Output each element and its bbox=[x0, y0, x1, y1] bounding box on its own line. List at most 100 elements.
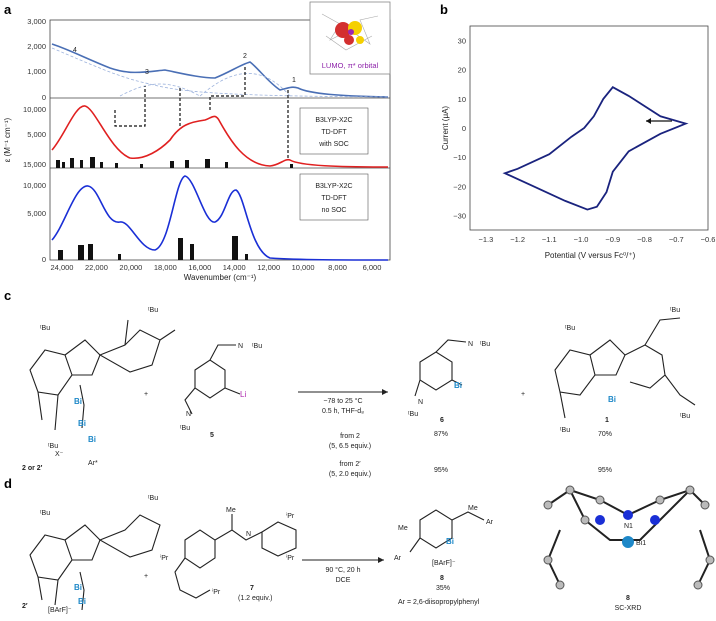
b-ytick: 0 bbox=[462, 124, 466, 133]
b-ytick: −10 bbox=[453, 153, 466, 162]
a-xtick: 22,000 bbox=[85, 263, 108, 272]
me-label: Me bbox=[468, 505, 478, 512]
compound-2prime-structure bbox=[29, 514, 161, 611]
condition-text: −78 to 25 °C bbox=[323, 397, 362, 405]
condition-text: DCE bbox=[336, 577, 351, 584]
b-xtick: −1.3 bbox=[478, 235, 493, 244]
ar-definition: Ar = 2,6-diisopropylphenyl bbox=[398, 599, 480, 606]
b-xtick: −1.1 bbox=[542, 235, 557, 244]
a-xtick: 24,000 bbox=[51, 263, 74, 272]
yield-value: 95% bbox=[598, 467, 612, 474]
a-ytick: 0 bbox=[42, 93, 46, 102]
a-ytick: 1,000 bbox=[27, 67, 46, 76]
bi-atom-label: Bi bbox=[446, 537, 454, 546]
ar-label: Ar bbox=[486, 519, 494, 526]
tbu-label: ᵗBu bbox=[48, 443, 58, 450]
b-ytick: 20 bbox=[458, 66, 466, 75]
yield-value: 35% bbox=[436, 585, 450, 592]
cv-trace bbox=[502, 86, 689, 211]
nosoc-box-line: TD-DFT bbox=[321, 195, 347, 202]
panel-d-scheme: ᵗBu ᵗBu Bi Bi 2′ [BArF]⁻ + Me N ⁱPr ⁱPr … bbox=[22, 485, 715, 614]
anion-label: X⁻ bbox=[55, 451, 64, 458]
ar-label: Ar bbox=[394, 555, 402, 562]
soc-bars bbox=[56, 157, 293, 168]
soc-box bbox=[299, 107, 369, 155]
xrd-structure-image bbox=[543, 485, 715, 590]
correlation-lines bbox=[114, 66, 289, 160]
b-xtick: −0.8 bbox=[637, 235, 652, 244]
a-ytick: 3,000 bbox=[27, 17, 46, 26]
a-ytick: 2,000 bbox=[27, 42, 46, 51]
bi-atom-label: Bi bbox=[78, 597, 86, 606]
panel-b-label: b bbox=[440, 2, 448, 17]
b-ylabel: Current (μA) bbox=[441, 106, 450, 151]
tbu-label: ᵗBu bbox=[480, 341, 490, 348]
tbu-label: ᵗBu bbox=[252, 343, 262, 350]
panel-c-label: c bbox=[4, 288, 11, 303]
plus-sign: + bbox=[521, 391, 525, 398]
bi-atom-label: Bi bbox=[78, 419, 86, 428]
peak-label: 4 bbox=[73, 47, 77, 54]
compound-6-structure bbox=[414, 339, 467, 397]
tbu-label: ᵗBu bbox=[148, 495, 158, 502]
soc-box-line: B3LYP-X2C bbox=[315, 117, 352, 124]
b-xlabel: Potential (V versus Fc⁰/⁺) bbox=[545, 251, 636, 260]
b-xtick: −0.6 bbox=[701, 235, 716, 244]
ipr-label: ⁱPr bbox=[212, 588, 221, 596]
plus-sign: + bbox=[144, 573, 148, 580]
a-ytick: 0 bbox=[42, 255, 46, 264]
a-xtick: 16,000 bbox=[188, 263, 211, 272]
bi-atom-label: Bi bbox=[74, 583, 82, 592]
exp-spectrum-line bbox=[51, 43, 389, 98]
a-ytick: 15,000 bbox=[23, 160, 46, 169]
tbu-label: ᵗBu bbox=[180, 425, 190, 432]
bi1-label: Bi1 bbox=[636, 540, 646, 547]
soc-box-line: TD-DFT bbox=[321, 129, 347, 136]
peak-label: 2 bbox=[243, 53, 247, 60]
compound-7-structure bbox=[174, 514, 297, 599]
tbu-label: ᵗBu bbox=[680, 413, 690, 420]
a-ytick: 10,000 bbox=[23, 105, 46, 114]
tbu-label: ᵗBu bbox=[408, 411, 418, 418]
a-ytick: 5,000 bbox=[27, 130, 46, 139]
compound-7-label: 7 bbox=[250, 585, 254, 592]
ipr-label: ⁱPr bbox=[160, 554, 169, 562]
yield-value: 87% bbox=[434, 431, 448, 438]
plus-sign: + bbox=[144, 391, 148, 398]
lumo-orbital-image bbox=[321, 13, 379, 51]
a-ytick: 10,000 bbox=[23, 181, 46, 190]
me-label: Me bbox=[398, 525, 408, 532]
bi-atom-label: Bi bbox=[88, 435, 96, 444]
a-xlabel: Wavenumber (cm⁻¹) bbox=[184, 273, 257, 282]
panel-d-label: d bbox=[4, 476, 12, 491]
n-atom-label: N bbox=[186, 411, 191, 418]
b-xtick: −0.9 bbox=[605, 235, 620, 244]
compound-5-structure bbox=[184, 344, 241, 415]
nosoc-box-line: no SOC bbox=[322, 207, 347, 214]
n-atom-label: N bbox=[468, 341, 473, 348]
lumo-inset bbox=[309, 1, 391, 75]
ipr-label: ⁱPr bbox=[286, 512, 295, 520]
ar-label: Ar* bbox=[88, 460, 98, 467]
b-ytick: 30 bbox=[458, 37, 466, 46]
nosoc-bars bbox=[58, 236, 248, 260]
compound-8-label: 8 bbox=[440, 575, 444, 582]
ligand-equiv: (1.2 equiv.) bbox=[238, 595, 273, 602]
yield-value: 70% bbox=[598, 431, 612, 438]
arrow-head-icon bbox=[378, 557, 384, 563]
n1-label: N1 bbox=[624, 523, 633, 530]
nosoc-box-line: B3LYP-X2C bbox=[315, 183, 352, 190]
b-xtick: −1.0 bbox=[574, 235, 589, 244]
compound-1-label: 1 bbox=[605, 417, 609, 424]
from2p-equiv: (5, 2.0 equiv.) bbox=[329, 471, 371, 478]
panel-a-label: a bbox=[4, 2, 12, 17]
peak-label: 1 bbox=[292, 77, 296, 84]
b-ytick: −20 bbox=[453, 182, 466, 191]
nosoc-box bbox=[299, 173, 369, 221]
arrow-head-icon bbox=[646, 118, 651, 124]
condition-text: 90 °C, 20 h bbox=[325, 566, 360, 574]
compound-2-structure bbox=[29, 319, 176, 431]
compound-2prime-label: 2′ bbox=[22, 603, 28, 610]
